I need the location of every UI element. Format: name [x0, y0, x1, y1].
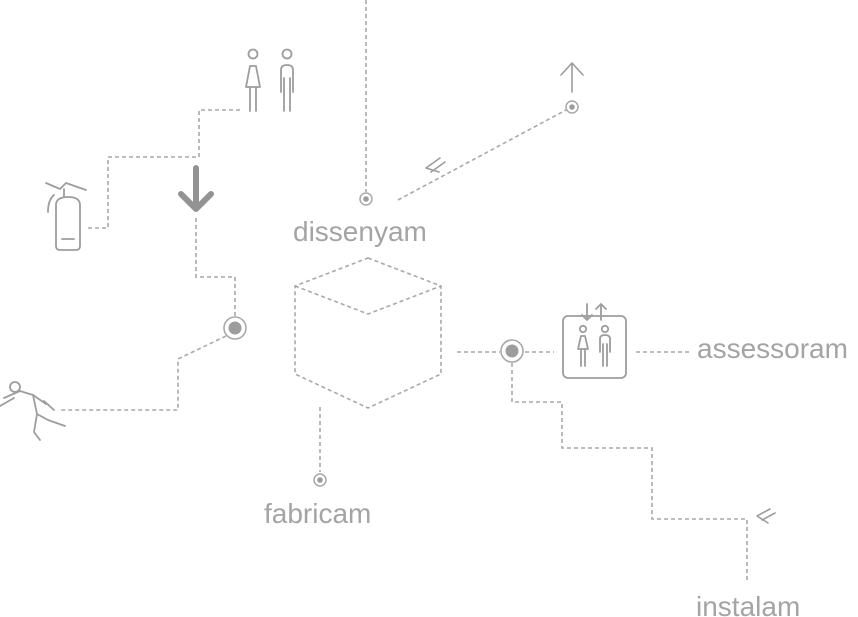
- connector-extinguisher-restroom: [88, 109, 243, 229]
- cube-icon: [294, 257, 442, 409]
- down-arrow-icon: [178, 165, 214, 212]
- connector-node-to-runner: [58, 335, 227, 411]
- up-arrow-icon: [560, 62, 584, 93]
- node-fabricam: [313, 473, 327, 487]
- connector-diagonal-up: [397, 109, 567, 201]
- connector-node-to-instalam: [511, 363, 748, 580]
- connector-lines: [58, 0, 748, 580]
- return-arrow-icon: [756, 508, 776, 524]
- elevator-icon: [562, 303, 627, 379]
- return-arrow-icon: [425, 157, 446, 173]
- running-person-exit-icon: [0, 381, 66, 441]
- fire-extinguisher-icon: [45, 182, 87, 251]
- label-assessoram: assessoram: [697, 333, 848, 364]
- node-dissenyam: [359, 192, 373, 206]
- connector-arrow-to-node: [195, 218, 236, 318]
- label-dissenyam: dissenyam: [293, 216, 427, 247]
- label-fabricam: fabricam: [264, 498, 371, 529]
- node-right-hub: [500, 339, 524, 363]
- label-instalam: instalam: [696, 591, 800, 617]
- restroom-icon: [245, 48, 294, 112]
- node-top-right: [565, 100, 579, 114]
- node-left-hub: [223, 316, 247, 340]
